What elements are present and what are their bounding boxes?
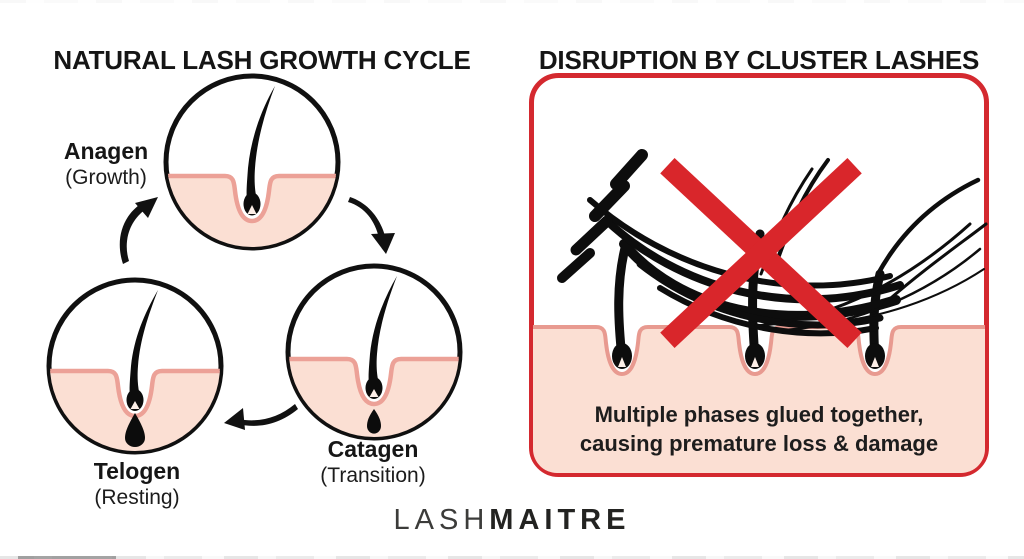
catagen-follicle-illustration [285, 263, 463, 441]
lash-hair [246, 86, 275, 200]
brand-logo: LASHMAITRE [0, 504, 1024, 537]
bottom-edge-artifact [0, 556, 1024, 559]
brand-name-lash: LASH [393, 504, 490, 536]
catagen-label: Catagen (Transition) [293, 436, 453, 489]
cluster-lash-illustration [529, 73, 989, 477]
right-panel-title: DISRUPTION BY CLUSTER LASHES [538, 45, 980, 76]
stage-phase: (Transition) [320, 464, 426, 487]
stage-name: Telogen [93, 458, 181, 484]
follicle-bulb [365, 377, 383, 399]
follicle-bulb [126, 389, 144, 411]
telogen-follicle-illustration [46, 277, 224, 455]
telogen-label: Telogen (Resting) [57, 458, 217, 511]
bulb-notch [247, 205, 257, 214]
follicle-bulb [243, 192, 261, 216]
skin-layer [533, 325, 985, 473]
arrow-telogen-to-anagen-icon [119, 197, 158, 264]
follicle-bulbs [612, 343, 885, 369]
anagen-follicle-illustration [163, 73, 341, 251]
bottom-edge-artifact-dark [18, 556, 116, 559]
arrow-catagen-to-telogen-icon [224, 404, 298, 430]
anagen-label: Anagen (Growth) [26, 138, 186, 191]
caption-line-1: Multiple phases glued together, [594, 402, 924, 427]
disruption-caption: Multiple phases glued together, causing … [528, 400, 990, 458]
stage-name: Catagen [327, 436, 419, 462]
stage-phase: (Growth) [65, 166, 147, 189]
shed-droplet [125, 413, 145, 447]
red-x-icon [660, 158, 862, 348]
caption-line-2: causing premature loss & damage [579, 431, 939, 456]
disruption-panel: Multiple phases glued together, causing … [528, 72, 990, 478]
stage-name: Anagen [63, 138, 149, 164]
top-edge-artifact [0, 0, 1024, 3]
bulb-notches [618, 357, 879, 367]
brand-name-maitre: MAITRE [489, 504, 631, 536]
lash-hair [368, 276, 397, 384]
left-panel-title: NATURAL LASH GROWTH CYCLE [53, 45, 471, 76]
lash-hair [129, 290, 158, 396]
shed-droplet [367, 409, 381, 434]
arrow-anagen-to-catagen-icon [348, 197, 395, 254]
stage-phase: (Resting) [94, 486, 180, 509]
bulb-notch [130, 401, 140, 409]
bulb-notch [369, 389, 379, 397]
